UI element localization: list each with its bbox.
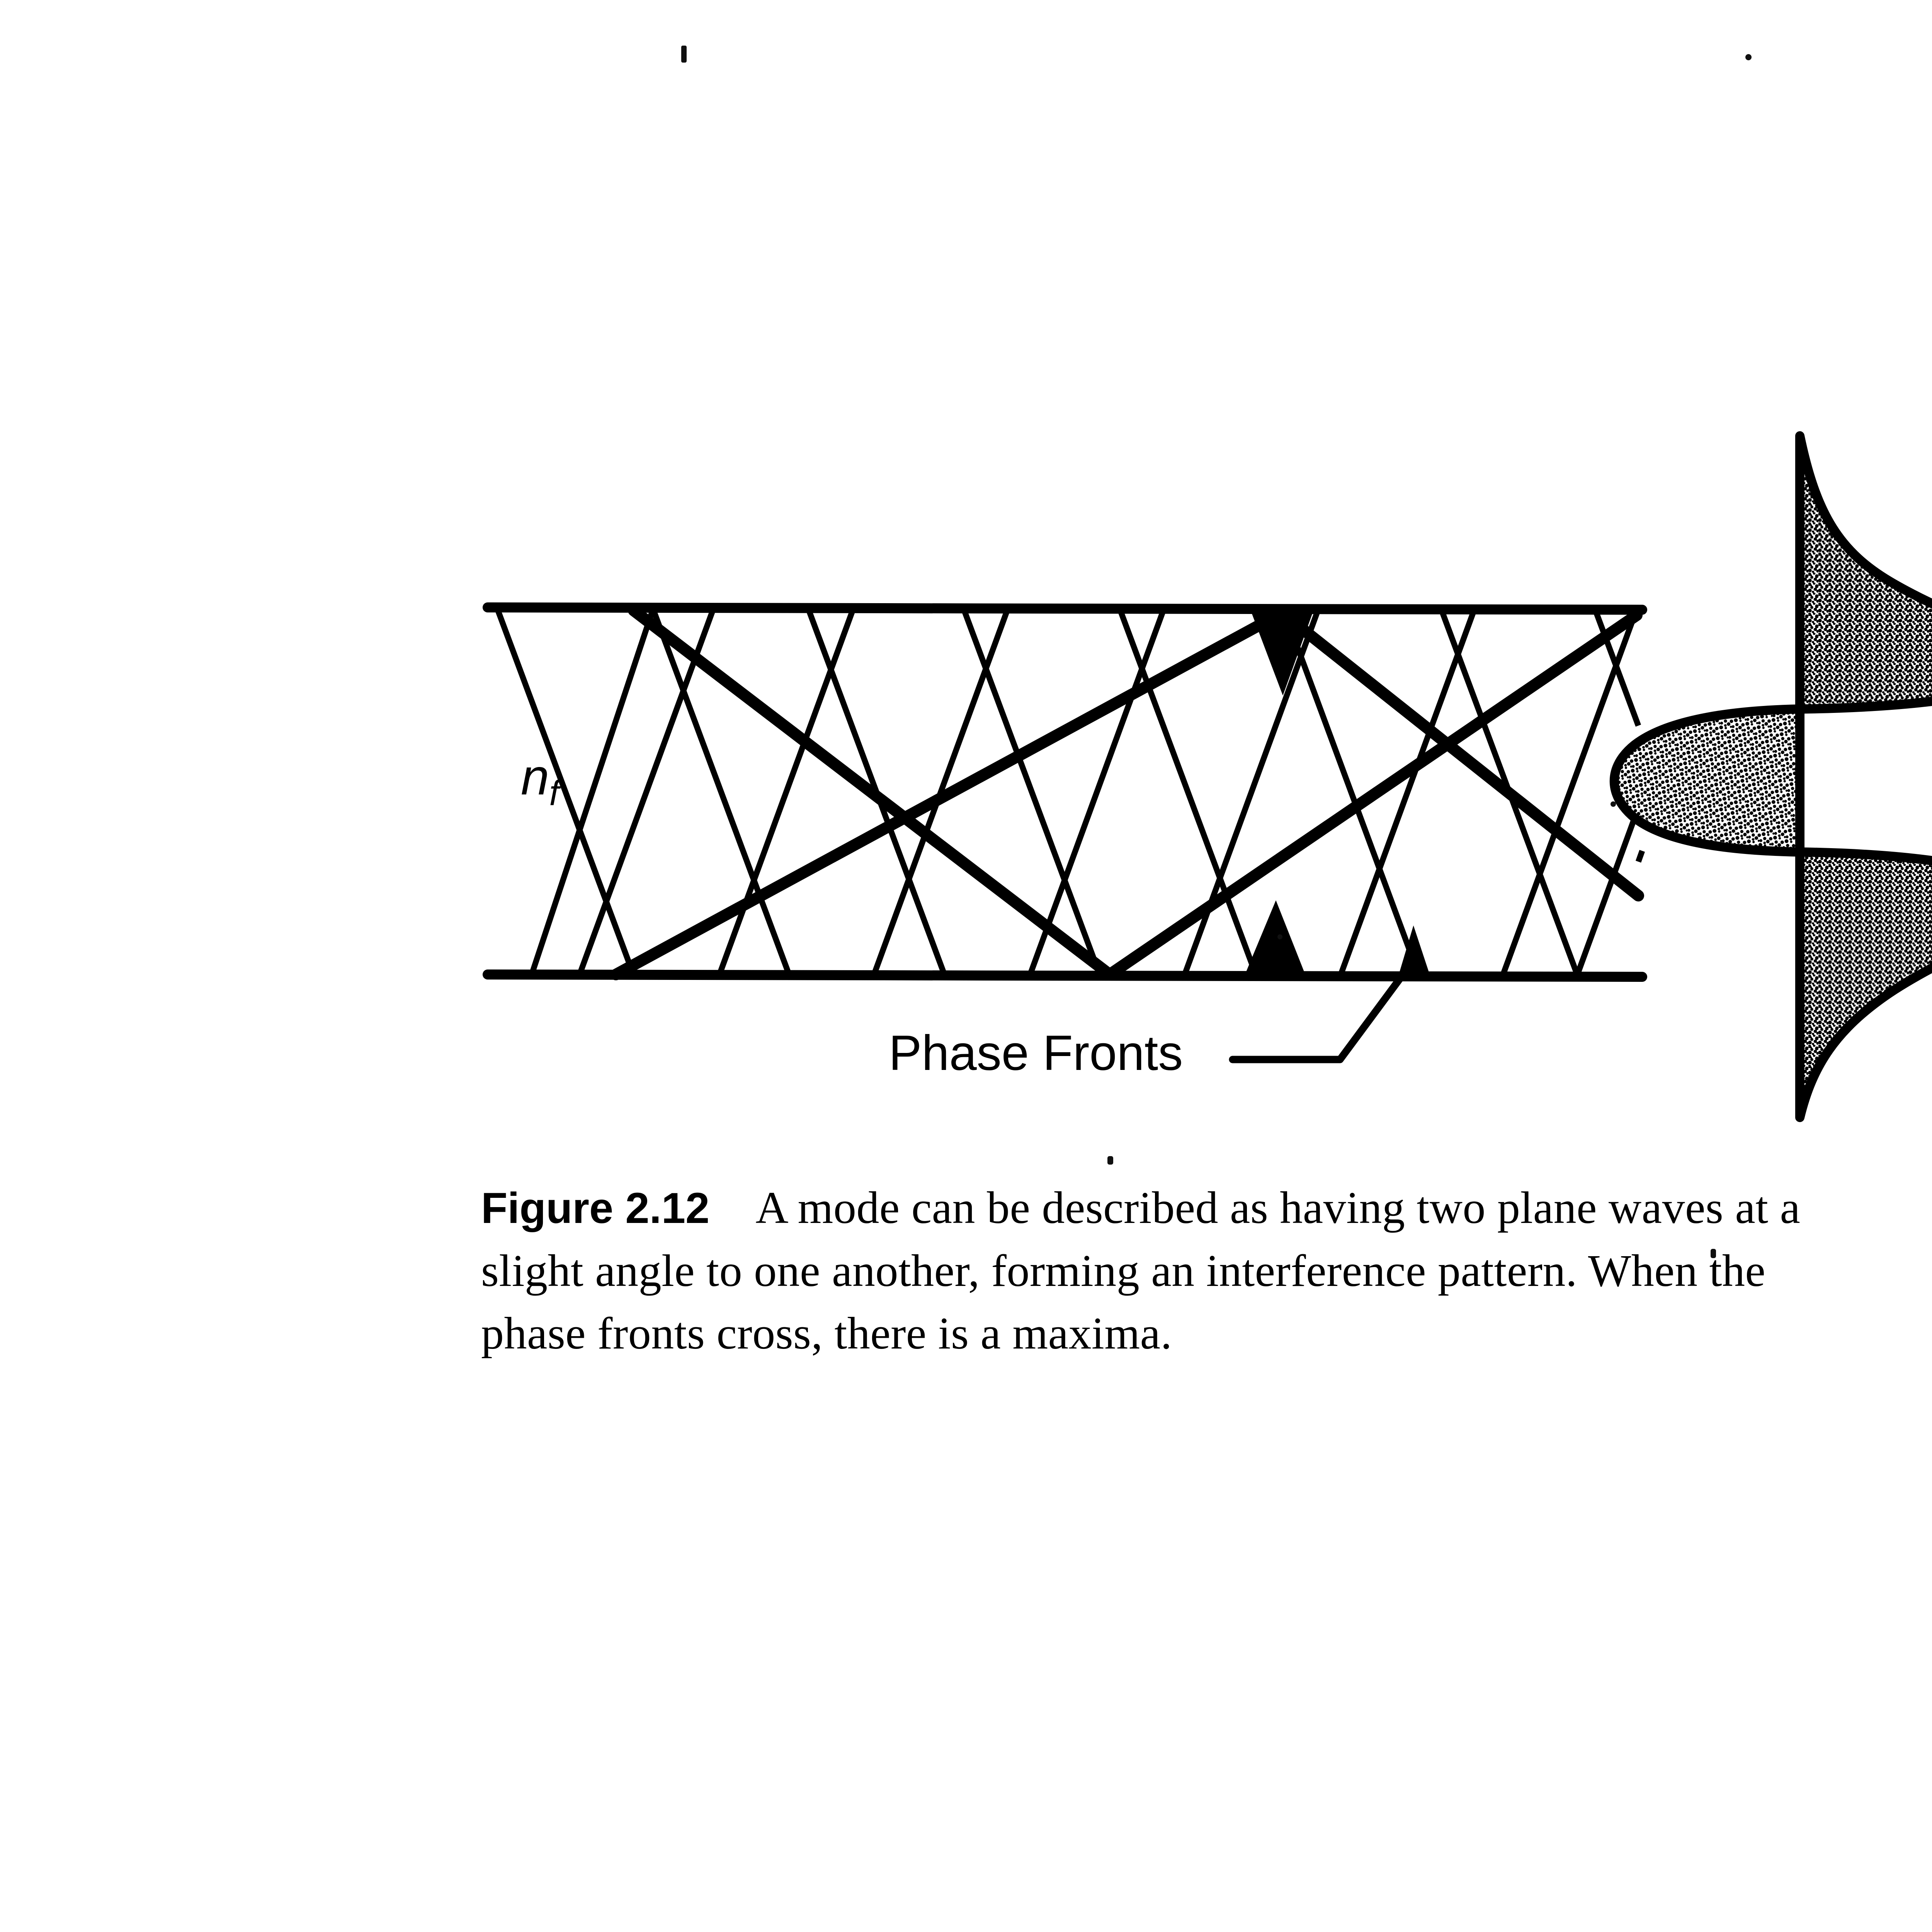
phase-fronts-label: Phase Fronts	[889, 1026, 1183, 1081]
scan-speck	[1711, 1249, 1716, 1258]
caption-line-1: Figure 2.12 A mode can be described as h…	[481, 1177, 1932, 1240]
maxima-marker-bottom-right	[1399, 925, 1430, 975]
figure-caption: Figure 2.12 A mode can be described as h…	[481, 1177, 1932, 1365]
maxima-marker-group	[1245, 610, 1430, 975]
phase-front-rays	[495, 608, 1645, 976]
caption-line-3: phase fronts cross, there is a maxima.	[481, 1308, 1172, 1359]
caption-line-2: slight angle to one another, forming an …	[481, 1245, 1766, 1296]
figure-number: Figure 2.12	[481, 1184, 710, 1232]
scan-speck	[1745, 54, 1752, 60]
mode-lobe-top	[1795, 431, 1932, 714]
scan-speck	[1277, 934, 1282, 939]
maxima-marker-top	[1250, 610, 1314, 696]
caption-text-1: A mode can be described as having two pl…	[755, 1182, 1801, 1233]
mode-lobe-middle	[1609, 704, 1804, 857]
scan-speck	[1611, 801, 1616, 807]
maxima-marker-bottom	[1245, 900, 1305, 975]
mode-lobe-bottom	[1795, 847, 1932, 1122]
scan-speck	[681, 46, 687, 63]
mode-field-profile	[1609, 431, 1932, 1122]
scan-speck	[1107, 1156, 1113, 1165]
phase-fronts-leader	[1229, 954, 1419, 1063]
refractive-index-label: nf	[521, 748, 559, 813]
waveguide-boundaries	[483, 602, 1647, 982]
